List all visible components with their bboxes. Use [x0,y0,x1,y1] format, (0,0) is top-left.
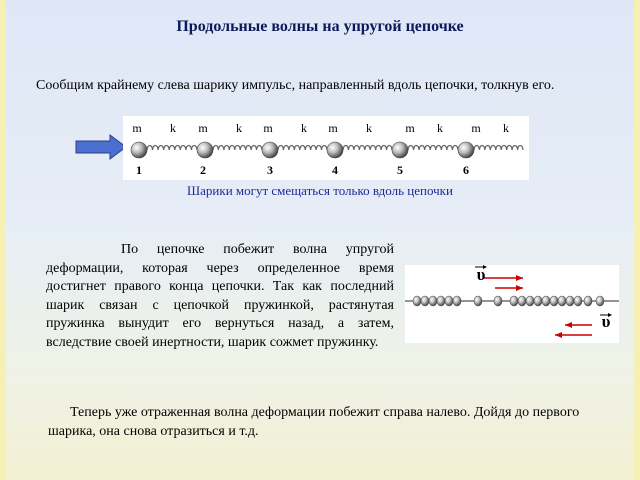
wave-explanation-text: По цепочке побежит волна упругой деформа… [46,242,394,350]
arrow-left-lower-head [555,332,562,338]
ball-number: 5 [397,163,403,177]
ball [444,295,454,307]
mass-label: m [263,121,273,135]
ball [583,295,593,307]
spring-label: k [301,121,307,135]
vector-bar-head [483,265,487,269]
reflection-paragraph: Теперь уже отраженная волна деформации п… [48,403,618,441]
wave-explanation-paragraph: По цепочке побежит волна упругой деформа… [46,241,394,352]
spring [212,144,263,151]
ball [525,295,535,307]
ball [452,295,462,307]
spring-label: k [236,121,242,135]
ball [549,295,559,307]
ball [493,295,503,307]
push-arrow [75,134,127,160]
velocity-symbol-left: υ [602,312,611,331]
ball [573,295,583,307]
ball [412,295,422,307]
velocity-symbol-right: υ [477,265,486,284]
spring-label: k [366,121,372,135]
spring-label: k [437,121,443,135]
mass-label: m [328,121,338,135]
vector-bar-head [608,313,612,317]
spring [277,144,328,151]
spring [473,144,524,151]
ball [391,141,409,159]
spring [146,144,198,151]
spring-label: k [170,121,176,135]
ball [436,295,446,307]
ball [541,295,551,307]
spring [342,144,393,151]
mass-label: m [471,121,481,135]
arrow-right-upper-head [516,275,523,281]
ball [326,141,344,159]
ball-number: 6 [463,163,469,177]
ball [557,295,567,307]
spring [407,144,459,151]
ball [420,295,430,307]
chain-svg: m k 1 m k 2 m k 3 m k 4 m k 5 m k 6 [130,121,524,177]
ball [196,141,214,159]
ball [457,141,475,159]
chain-caption: Шарики могут смещаться только вдоль цепо… [187,183,453,198]
wave-svg: υυ [405,265,619,338]
mass-label: m [405,121,415,135]
reflection-text: Теперь уже отраженная волна деформации п… [48,405,580,439]
ball [517,295,527,307]
ball [473,295,483,307]
arrow-left-upper-head [565,322,572,328]
ball [130,141,148,159]
ball-number: 1 [136,163,142,177]
arrow-right-lower-head [516,285,523,291]
ball [509,295,519,307]
ball [565,295,575,307]
mass-label: m [198,121,208,135]
chain-diagram: m k 1 m k 2 m k 3 m k 4 m k 5 m k 6 [123,116,529,180]
ball [428,295,438,307]
ball [261,141,279,159]
ball-number: 2 [200,163,206,177]
spring-label: k [503,121,509,135]
ball [595,295,605,307]
slide-title: Продольные волны на упругой цепочке [176,18,464,35]
intro-paragraph: Сообщим крайнему слева шарику импульс, н… [36,78,555,93]
ball-number: 3 [267,163,273,177]
mass-label: m [132,121,142,135]
ball-number: 4 [332,163,338,177]
ball [533,295,543,307]
